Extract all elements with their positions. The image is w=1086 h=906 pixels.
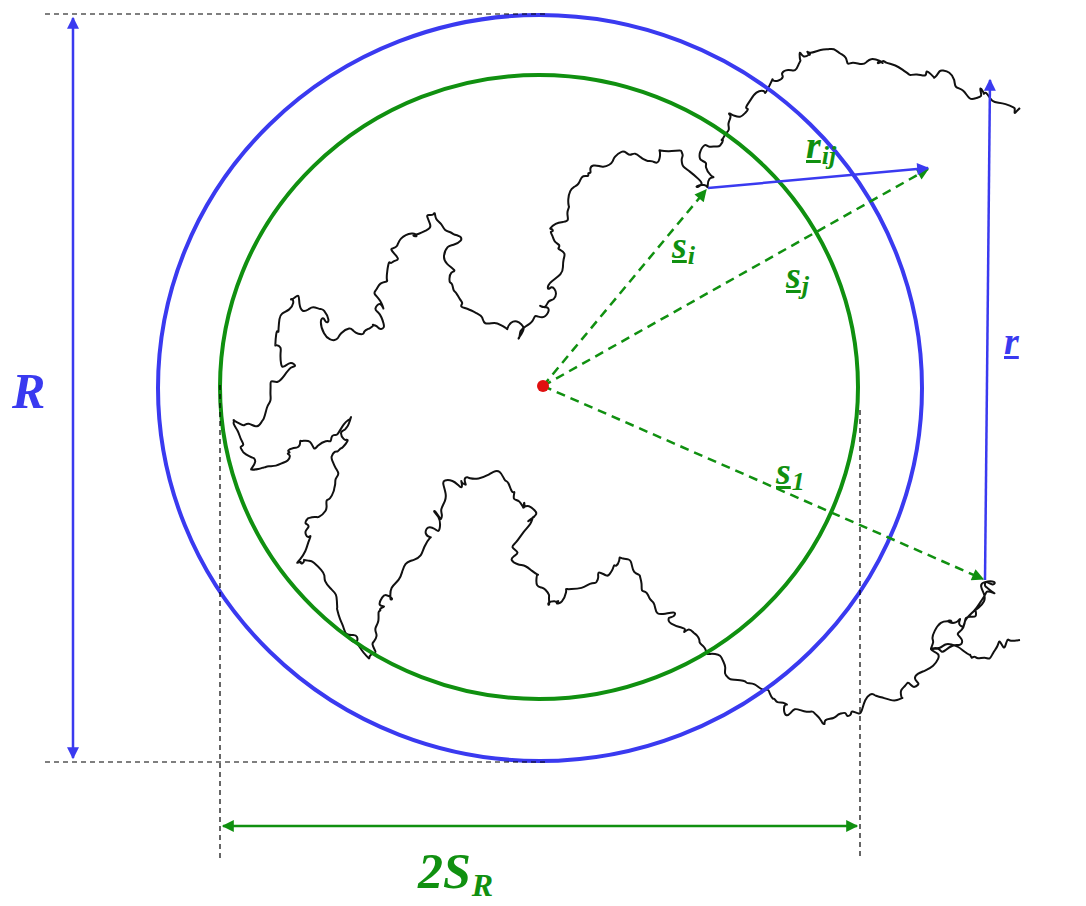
vector-subscript: i <box>688 243 695 269</box>
polymer-chain <box>234 49 1020 724</box>
vector-label: s <box>672 226 687 264</box>
vector-subscript: ij <box>822 143 836 169</box>
vector-label: r <box>806 126 821 164</box>
dimension-arrow <box>72 18 75 758</box>
vector-label: r <box>1004 322 1019 360</box>
dimension-arrow <box>223 825 857 828</box>
position-vector <box>543 190 706 386</box>
inner-circle <box>220 75 858 699</box>
dimension-label: 2S <box>418 846 471 896</box>
vector-subscript: j <box>802 273 809 299</box>
end-to-end-vector <box>985 80 990 580</box>
dimension-guide <box>45 761 545 762</box>
vector-subscript: 1 <box>792 469 805 495</box>
vector-label: s <box>786 256 801 294</box>
dimension-subscript: R <box>472 869 493 901</box>
dimension-guide <box>219 385 220 858</box>
position-vector <box>543 386 983 579</box>
vector-label: s <box>776 452 791 490</box>
center-of-mass <box>537 380 549 392</box>
outer-circle <box>158 15 922 761</box>
chain-path <box>234 49 1020 724</box>
distance-vector <box>708 168 928 188</box>
dimension-label: R <box>12 366 45 416</box>
dimension-guide <box>859 410 860 858</box>
dimension-guide <box>45 13 545 14</box>
position-vector <box>543 169 928 386</box>
